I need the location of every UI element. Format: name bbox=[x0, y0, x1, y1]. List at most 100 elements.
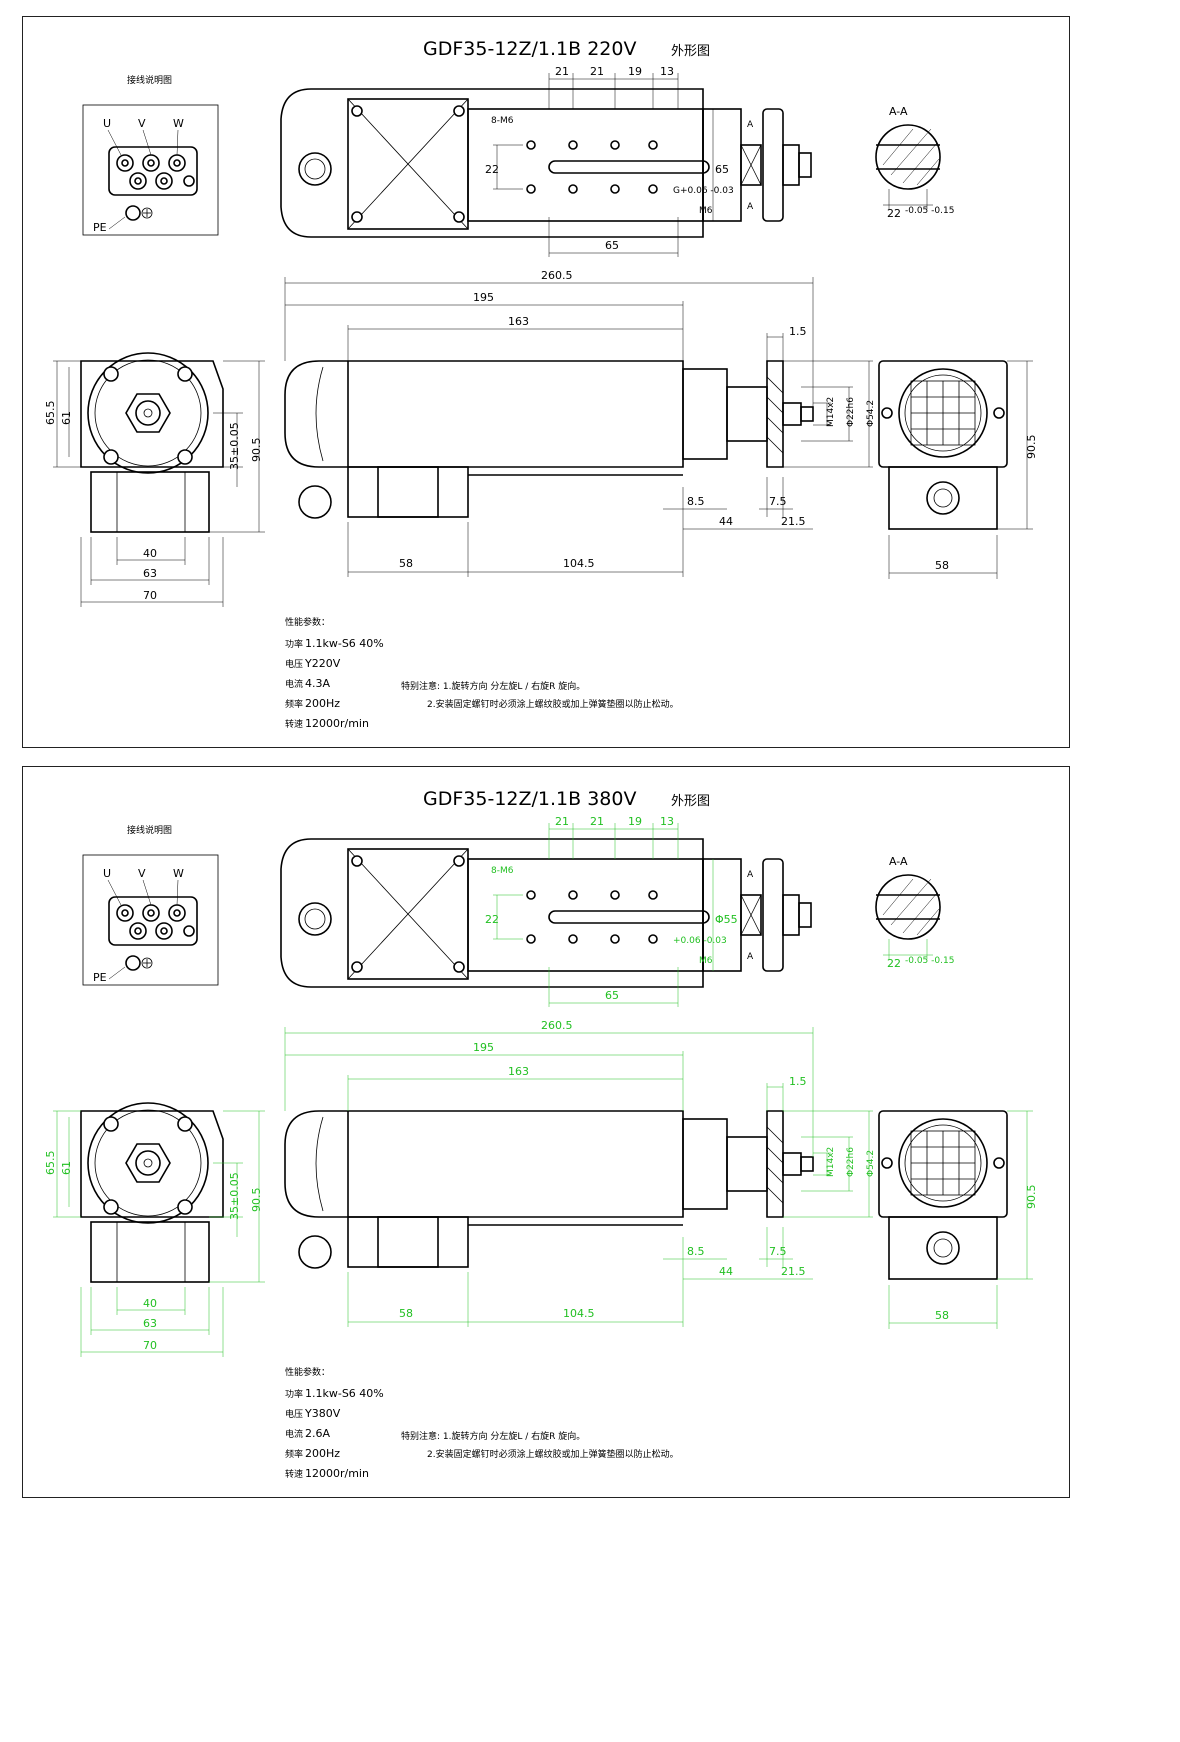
dim-top-19: 19 bbox=[628, 815, 642, 828]
spec-title: 性能参数： bbox=[285, 1366, 330, 1378]
phase-u-label: U bbox=[103, 117, 111, 130]
note-2: 2.安装固定螺钉时必须涂上螺纹胶或加上弹簧垫圈以防止松动。 bbox=[427, 1448, 679, 1460]
spec-value-power: 1.1kw-S6 40% bbox=[305, 1387, 384, 1400]
spec-key-voltage: 电压 bbox=[285, 1408, 303, 1420]
ground-icon bbox=[141, 207, 153, 219]
section-dim-22: 22 bbox=[887, 207, 901, 220]
spec-key-frequency: 频率 bbox=[285, 698, 303, 710]
dim-rear-905: 90.5 bbox=[1025, 435, 1038, 460]
dim-rear-58: 58 bbox=[935, 1309, 949, 1322]
dim-top-22: 22 bbox=[485, 913, 499, 926]
dim-front-63: 63 bbox=[143, 567, 157, 580]
spec-key-speed: 转速 bbox=[285, 1468, 303, 1480]
cable-gland bbox=[298, 902, 332, 936]
wiring-diagram: 接线说明图 U V W PE bbox=[82, 824, 219, 986]
dim-front-70: 70 bbox=[143, 589, 157, 602]
dim-top-13: 13 bbox=[660, 815, 674, 828]
dim-side-15: 1.5 bbox=[789, 325, 807, 338]
spec-value-frequency: 200Hz bbox=[305, 697, 340, 710]
dim-front-40: 40 bbox=[143, 1297, 157, 1310]
dim-rear-58: 58 bbox=[935, 559, 949, 572]
dim-top-19: 19 bbox=[628, 65, 642, 78]
dim-rear-905: 90.5 bbox=[1025, 1185, 1038, 1210]
cable-gland-side bbox=[298, 485, 332, 519]
side-view: 260.5 195 163 1.5 M14x2 Φ22h6 Φ54.2 8.5 … bbox=[284, 269, 876, 577]
mounting-holes bbox=[526, 890, 658, 944]
wiring-diagram: 接线说明图 U V W PE bbox=[82, 74, 219, 236]
wiring-title: 接线说明图 bbox=[127, 74, 172, 86]
m6-label: M6 bbox=[699, 956, 713, 966]
dim-side-195: 195 bbox=[473, 1041, 494, 1054]
dim-side-15: 1.5 bbox=[789, 1075, 807, 1088]
spec-title: 性能参数： bbox=[285, 616, 330, 628]
rear-view: 90.5 58 bbox=[878, 1110, 1038, 1329]
spec-key-speed: 转速 bbox=[285, 718, 303, 730]
dim-front-655: 65.5 bbox=[44, 401, 57, 426]
dim-side-1045: 104.5 bbox=[563, 1307, 595, 1320]
dim-front-61: 61 bbox=[60, 1161, 73, 1175]
mounting-holes bbox=[526, 140, 658, 194]
dim-front-655: 65.5 bbox=[44, 1151, 57, 1176]
front-view: 65.5 61 35±0.05 90.5 40 63 70 bbox=[44, 352, 265, 607]
dim-side-195: 195 bbox=[473, 291, 494, 304]
top-view: A A 21 21 19 13 65 Φ55 22 8-M6 +0.06 -0.… bbox=[280, 815, 812, 1007]
dim-front-35: 35±0.05 bbox=[228, 1172, 241, 1220]
dim-top-21b: 21 bbox=[590, 65, 604, 78]
top-view: A A 21 21 19 13 65 65 22 8-M6 G+0.06 -0.… bbox=[280, 65, 812, 257]
dim-top-13: 13 bbox=[660, 65, 674, 78]
spec-key-power: 功率 bbox=[285, 1388, 303, 1400]
dim-side-85: 8.5 bbox=[687, 495, 705, 508]
section-mark-bottom: A bbox=[747, 952, 754, 962]
dim-side-58: 58 bbox=[399, 1307, 413, 1320]
dim-top-21a: 21 bbox=[555, 65, 569, 78]
dim-top-21a: 21 bbox=[555, 815, 569, 828]
dim-side-58: 58 bbox=[399, 557, 413, 570]
drawing-title-cn: 外形图 bbox=[671, 44, 710, 59]
spec-value-current: 2.6A bbox=[305, 1427, 330, 1440]
section-dim-tol: -0.05 -0.15 bbox=[905, 956, 954, 966]
dim-front-70: 70 bbox=[143, 1339, 157, 1352]
drawing-sheet-380v: GDF35-12Z/1.1B 380V 外形图 接线说明图 U V W PE bbox=[22, 766, 1070, 1498]
drawing-sheet-220v: GDF35-12Z/1.1B 220V 外形图 接线说明图 U V W PE bbox=[22, 16, 1070, 748]
spec-value-speed: 12000r/min bbox=[305, 1467, 369, 1480]
dim-side-75: 7.5 bbox=[769, 1245, 787, 1258]
phase-v-label: V bbox=[138, 867, 146, 880]
dim-side-1045: 104.5 bbox=[563, 557, 595, 570]
spec-key-frequency: 频率 bbox=[285, 1448, 303, 1460]
spec-value-current: 4.3A bbox=[305, 677, 330, 690]
dim-front-63: 63 bbox=[143, 1317, 157, 1330]
phase-v-label: V bbox=[138, 117, 146, 130]
rear-view: 90.5 58 bbox=[878, 360, 1038, 579]
m6-label: M6 bbox=[699, 206, 713, 216]
dim-front-35: 35±0.05 bbox=[228, 422, 241, 470]
section-a-a: A-A 22 -0.05 -0.15 bbox=[875, 105, 954, 220]
section-mark-top: A bbox=[747, 870, 754, 880]
phase-w-label: W bbox=[173, 867, 184, 880]
note-2: 2.安装固定螺钉时必须涂上螺纹胶或加上弹簧垫圈以防止松动。 bbox=[427, 698, 679, 710]
dim-top-65: 65 bbox=[605, 239, 619, 252]
drawing-title: GDF35-12Z/1.1B 380V bbox=[423, 788, 636, 810]
front-view: 65.5 61 35±0.05 90.5 40 63 70 bbox=[44, 1102, 265, 1357]
thread-label: 8-M6 bbox=[491, 116, 514, 126]
dim-front-905: 90.5 bbox=[250, 1188, 263, 1213]
dim-side-2605: 260.5 bbox=[541, 269, 573, 282]
ground-icon bbox=[141, 957, 153, 969]
spec-value-speed: 12000r/min bbox=[305, 717, 369, 730]
dim-side-m14: M14x2 bbox=[826, 1147, 836, 1177]
pe-label: PE bbox=[93, 221, 107, 234]
spec-value-frequency: 200Hz bbox=[305, 1447, 340, 1460]
section-label: A-A bbox=[889, 105, 908, 118]
spec-key-current: 电流 bbox=[285, 1428, 303, 1440]
note-1: 特别注意: 1.旋转方向 分左旋L / 右旋R 旋向。 bbox=[401, 680, 585, 692]
dim-top-21b: 21 bbox=[590, 815, 604, 828]
dim-side-163: 163 bbox=[508, 1065, 529, 1078]
dim-side-215: 21.5 bbox=[781, 515, 806, 528]
section-dim-22: 22 bbox=[887, 957, 901, 970]
dim-side-215: 21.5 bbox=[781, 1265, 806, 1278]
dim-side-22h6: Φ22h6 bbox=[846, 1147, 856, 1177]
dim-side-22h6: Φ22h6 bbox=[846, 397, 856, 427]
dim-front-61: 61 bbox=[60, 411, 73, 425]
dim-top-22: 22 bbox=[485, 163, 499, 176]
section-label: A-A bbox=[889, 855, 908, 868]
shaft-fit-label: G+0.06 -0.03 bbox=[673, 186, 734, 196]
